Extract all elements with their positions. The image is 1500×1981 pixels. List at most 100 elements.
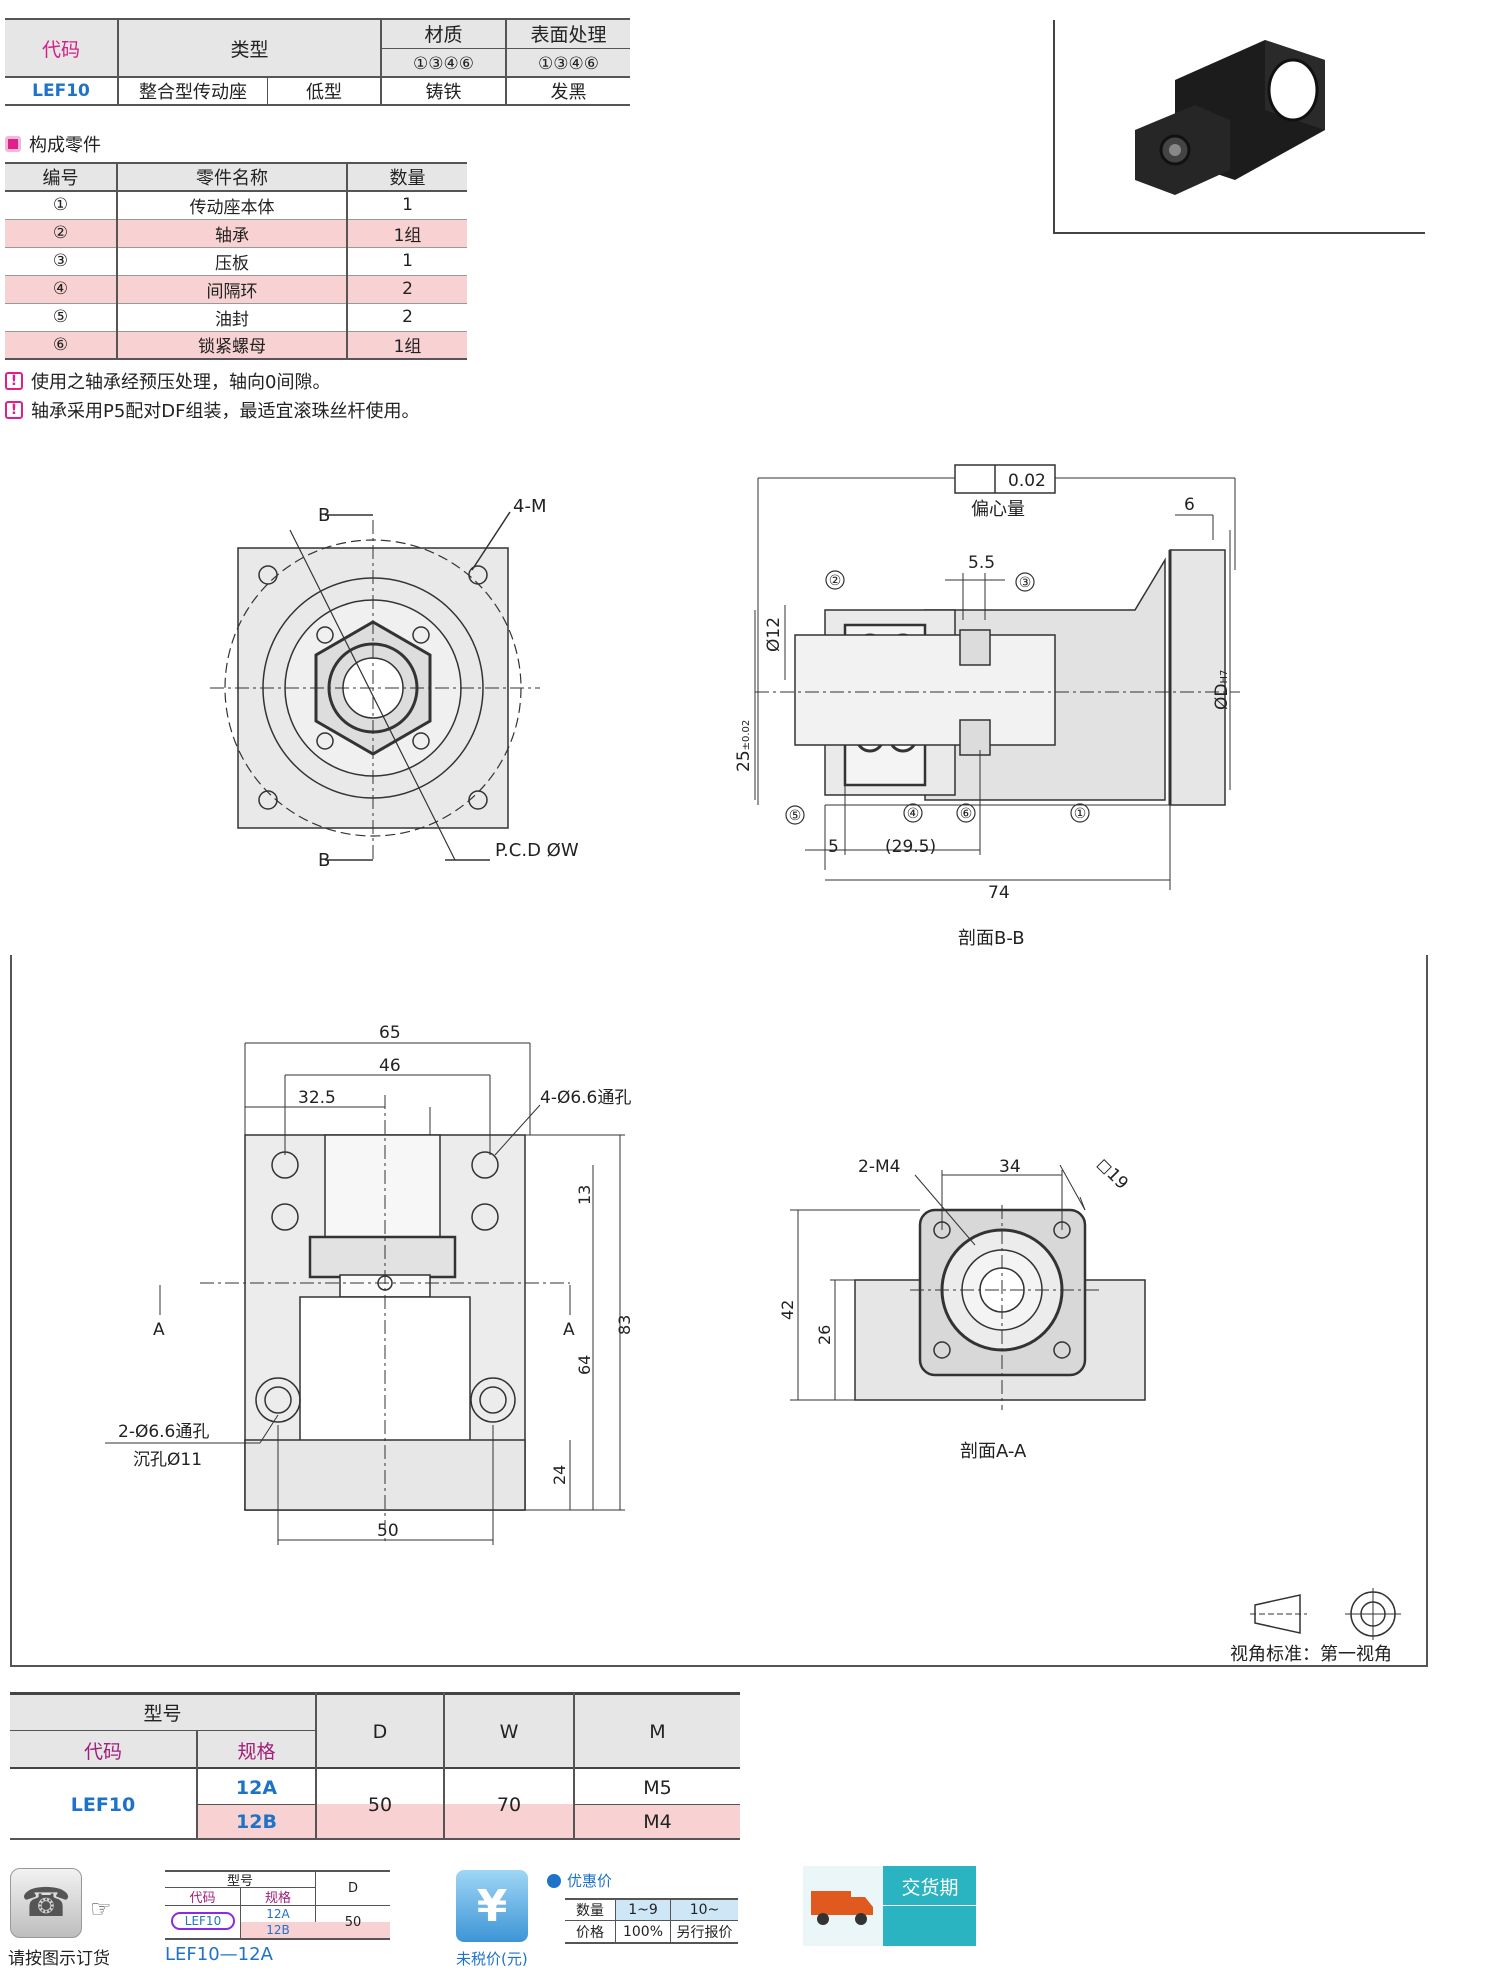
order-icon: ☎ bbox=[10, 1868, 82, 1938]
section-label-a-right: A bbox=[563, 1320, 575, 1340]
col-material-header: 材质 bbox=[424, 23, 463, 46]
label-2m4: 2-M4 bbox=[858, 1157, 900, 1177]
dim-34: 34 bbox=[999, 1157, 1021, 1177]
delivery-label: 交货期 bbox=[901, 1876, 959, 1899]
table-row: ⑤ 油封 2 bbox=[5, 303, 467, 331]
section-aa-caption: 剖面A-A bbox=[960, 1441, 1027, 1462]
dim-42: 42 bbox=[778, 1300, 797, 1320]
dim-50: 50 bbox=[377, 1521, 399, 1541]
tolerance-value: 0.02 bbox=[1008, 471, 1046, 491]
dim-83: 83 bbox=[615, 1315, 634, 1335]
dim-5-5: 5.5 bbox=[968, 553, 995, 573]
section-marker-icon bbox=[5, 136, 21, 152]
spec-m-a: M5 bbox=[643, 1776, 672, 1799]
surface-value: 发黑 bbox=[550, 82, 587, 103]
section-label-b-bottom: B bbox=[318, 850, 330, 871]
projection-label: 视角标准：第一视角 bbox=[1230, 1644, 1392, 1665]
spec-w-value: 70 bbox=[496, 1793, 522, 1816]
bullet-icon bbox=[547, 1873, 561, 1888]
parts-header-qty: 数量 bbox=[389, 168, 426, 189]
warning-icon: ! bbox=[5, 372, 23, 390]
note-1: ! 使用之轴承经预压处理，轴向0间隙。 bbox=[5, 368, 330, 394]
section-label-b-top: B bbox=[318, 505, 330, 526]
dim-32-5: 32.5 bbox=[298, 1088, 336, 1108]
table-row: ④ 间隔环 2 bbox=[5, 275, 467, 303]
pointing-hand-icon: ☞ bbox=[90, 1895, 112, 1923]
spec-table: 型号 代码 规格 D W M LEF10 12A 12B 50 70 M5 M4 bbox=[10, 1692, 740, 1840]
spec-col-m: M bbox=[649, 1721, 666, 1743]
dim-5: 5 bbox=[828, 837, 839, 857]
table-row: ② 轴承 1组 bbox=[5, 219, 467, 247]
section-bb-drawing: 0.02 偏心量 6 5.5 Ø12 25±0.02 ØDH7 5 (29.5)… bbox=[735, 464, 1240, 949]
counterbore-note-2: 沉孔Ø11 bbox=[133, 1450, 202, 1470]
col-surface-header: 表面处理 bbox=[530, 23, 607, 46]
callout-2: ② bbox=[829, 573, 842, 589]
material-parts: ①③④⑥ bbox=[413, 53, 474, 74]
callout-6: ⑥ bbox=[960, 806, 973, 822]
dim-6: 6 bbox=[1184, 495, 1195, 515]
spec-col-d: D bbox=[372, 1721, 388, 1743]
note-2: ! 轴承采用P5配对DF组装，最适宜滚珠丝杆使用。 bbox=[5, 397, 420, 423]
surface-parts: ①③④⑥ bbox=[538, 53, 599, 74]
dim-46: 46 bbox=[379, 1056, 401, 1076]
dim-65: 65 bbox=[379, 1023, 401, 1043]
spec-col-w: W bbox=[499, 1721, 519, 1743]
section-bb-caption: 剖面B-B bbox=[958, 928, 1025, 949]
order-example: LEF10—12A bbox=[165, 1944, 273, 1965]
projection-symbol bbox=[1250, 1588, 1401, 1640]
callout-1: ① bbox=[1074, 806, 1087, 822]
tolerance-label: 偏心量 bbox=[971, 499, 1025, 520]
code-value: LEF10 bbox=[32, 81, 90, 101]
dim-29-5: (29.5) bbox=[885, 837, 936, 857]
product-photo bbox=[1053, 20, 1425, 234]
dim-sq19: ◻19 bbox=[1092, 1154, 1131, 1193]
delivery-panel: 交货期 bbox=[803, 1866, 976, 1946]
parts-header-no: 编号 bbox=[5, 163, 118, 191]
discount-title: 优惠价 bbox=[547, 1870, 612, 1891]
label-4m: 4-M bbox=[513, 496, 546, 517]
drawing-frame bbox=[10, 955, 1428, 1667]
yen-icon: ¥ bbox=[456, 1870, 528, 1942]
label-pcd: P.C.D ØW bbox=[495, 840, 579, 861]
dim-74: 74 bbox=[988, 883, 1010, 903]
type-main: 整合型传动座 bbox=[139, 82, 247, 103]
spec-d-value: 50 bbox=[367, 1793, 393, 1816]
front-view-drawing: B B 4-M P.C.D ØW bbox=[210, 496, 579, 871]
parts-section-title: 构成零件 bbox=[5, 133, 101, 156]
dim-26: 26 bbox=[815, 1325, 834, 1345]
spec-col-spec: 规格 bbox=[237, 1740, 276, 1763]
dim-24: 24 bbox=[550, 1465, 569, 1485]
dim-13: 13 bbox=[575, 1185, 594, 1205]
discount-table: 数量 1~9 10~ 价格 100% 另行报价 bbox=[565, 1898, 738, 1944]
mini-table: 型号 代码 规格 D LEF10 12A 12B 50 bbox=[165, 1870, 390, 1940]
counterbore-note-1: 2-Ø6.6通孔 bbox=[118, 1422, 209, 1442]
dim-25: 25±0.02 bbox=[735, 720, 754, 772]
header-table: 代码 类型 材质 表面处理 ①③④⑥ ①③④⑥ LEF10 整合型传动座 低型 … bbox=[5, 18, 630, 106]
truck-icon bbox=[803, 1866, 883, 1946]
parts-table: 编号 零件名称 数量 ① 传动座本体 1 ② 轴承 1组 ③ 压板 1 ④ bbox=[5, 162, 467, 360]
parts-header-name: 零件名称 bbox=[117, 163, 348, 191]
col-code-header: 代码 bbox=[41, 38, 80, 61]
dim-dh7: ØDH7 bbox=[1212, 670, 1232, 710]
spec-row-b: 12B bbox=[236, 1810, 277, 1833]
type-sub: 低型 bbox=[306, 82, 342, 103]
material-value: 铸铁 bbox=[425, 82, 462, 103]
section-aa-drawing: 2-M4 34 ◻19 42 26 剖面A-A bbox=[778, 1154, 1146, 1462]
spec-col-model: 型号 bbox=[143, 1703, 182, 1725]
spec-code-value: LEF10 bbox=[70, 1793, 136, 1816]
spec-col-code: 代码 bbox=[83, 1740, 122, 1763]
table-row: ③ 压板 1 bbox=[5, 247, 467, 275]
plan-view-drawing: 65 46 32.5 4-Ø6.6通孔 13 83 64 24 50 A A 2… bbox=[105, 1023, 634, 1545]
warning-icon: ! bbox=[5, 401, 23, 419]
callout-4: ④ bbox=[907, 806, 920, 822]
dim-d12: Ø12 bbox=[764, 617, 784, 652]
order-label: 请按图示订货 bbox=[8, 1949, 110, 1969]
callout-3: ③ bbox=[1019, 575, 1032, 591]
spec-row-a: 12A bbox=[235, 1776, 278, 1799]
section-label-a-left: A bbox=[153, 1320, 165, 1340]
spec-m-b: M4 bbox=[643, 1810, 672, 1833]
table-row: ⑥ 锁紧螺母 1组 bbox=[5, 331, 467, 359]
hole-note-4: 4-Ø6.6通孔 bbox=[540, 1088, 631, 1108]
tax-label: 未税价(元) bbox=[456, 1950, 528, 1968]
col-type-header: 类型 bbox=[230, 38, 269, 61]
